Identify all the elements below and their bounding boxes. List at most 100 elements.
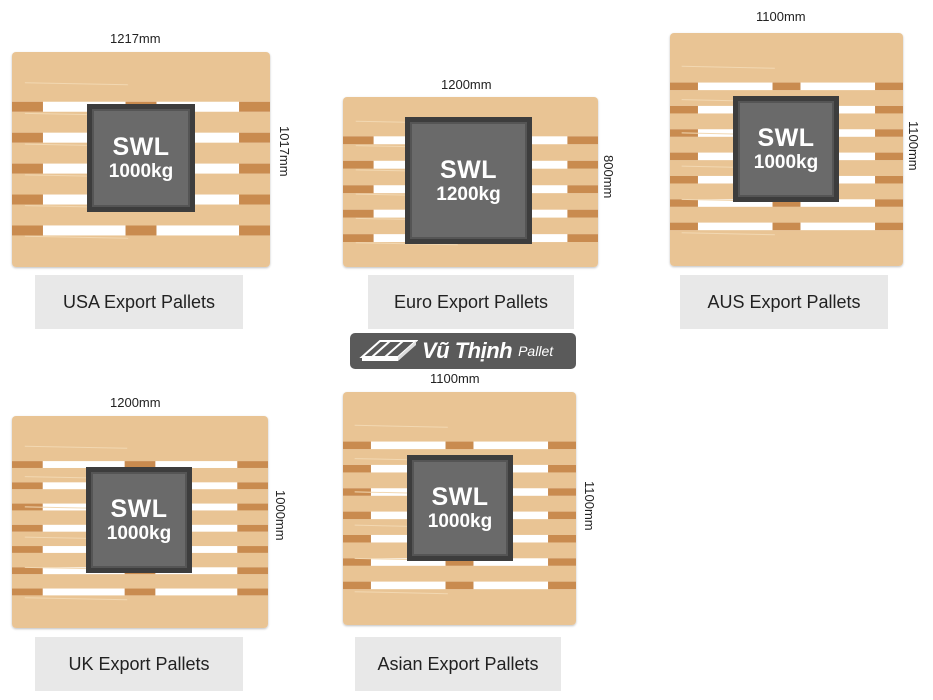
swl-value: 1000kg (106, 523, 172, 544)
pallet-block (343, 511, 371, 520)
wood-grain (354, 591, 448, 595)
length-dimension: 800mm (601, 155, 616, 199)
pallet-block (445, 581, 474, 590)
pallet-block (12, 524, 43, 532)
pallet-block (239, 163, 270, 174)
length-dimension: 1017mm (277, 126, 292, 177)
wood-grain (354, 424, 448, 428)
pallet-block (548, 488, 576, 496)
swl-value: 1200kg (436, 183, 501, 205)
pallet-block (343, 534, 371, 543)
wood-grain (24, 445, 128, 449)
wood-grain (24, 82, 129, 86)
swl-label: SWL (112, 133, 170, 161)
width-dimension: 1217mm (110, 31, 161, 46)
pallet-block (548, 464, 576, 473)
pallet-block (567, 209, 598, 218)
pallet-block (670, 82, 698, 91)
pallet-block (124, 461, 156, 468)
pallet-block (343, 160, 374, 169)
pallet-block (12, 163, 43, 174)
pallet-block (445, 558, 474, 566)
pallet-block (237, 482, 268, 490)
pallet-block (548, 581, 576, 590)
logo-sub-text: Pallet (518, 343, 554, 359)
pallet-block (670, 152, 698, 161)
pallet-block (12, 567, 43, 575)
pallet-caption: Euro Export Pallets (368, 275, 574, 329)
pallet-block (548, 441, 576, 450)
pallet-block (567, 234, 598, 243)
pallet-block (875, 105, 903, 114)
pallet-block (237, 524, 268, 532)
pallet-block (237, 461, 268, 468)
pallet-block (772, 199, 801, 207)
pallet-block (237, 503, 268, 511)
pallet-block (875, 152, 903, 161)
pallet-block (567, 160, 598, 169)
pallet-block (12, 101, 43, 112)
length-dimension: 1100mm (582, 481, 597, 531)
pallet-block (237, 546, 268, 553)
pallet-block (343, 441, 371, 450)
pallet-block (343, 234, 374, 243)
pallet-block (548, 558, 576, 566)
pallet-block (237, 567, 268, 575)
pallet-block (343, 581, 371, 590)
pallet-block (670, 175, 698, 184)
wood-grain (24, 235, 129, 239)
pallet-block (12, 225, 43, 236)
pallet-block (548, 511, 576, 520)
vu-thinh-pallet-logo: Vũ Thịnh Pallet (350, 333, 576, 369)
swl-label: SWL (110, 495, 168, 523)
pallet-block (875, 175, 903, 184)
pallet-caption: UK Export Pallets (35, 637, 243, 691)
pallet-block (875, 82, 903, 91)
pallet-block (548, 534, 576, 543)
swl-load-box: SWL 1000kg (407, 455, 513, 561)
pallet-block (567, 185, 598, 194)
swl-label: SWL (431, 483, 489, 511)
pallet-block (445, 441, 474, 450)
pallet-caption: Asian Export Pallets (355, 637, 561, 691)
width-dimension: 1100mm (756, 9, 806, 24)
pallet-block (875, 129, 903, 137)
length-dimension: 1000mm (273, 490, 288, 541)
pallet-block (124, 588, 156, 596)
pallet-block (12, 194, 43, 205)
wood-grain (681, 232, 775, 236)
pallet-block (12, 588, 43, 596)
pallet-block (670, 199, 698, 207)
pallet-block (239, 225, 270, 236)
pallet-icon (358, 335, 419, 368)
swl-value: 1000kg (108, 161, 174, 182)
pallet-caption: AUS Export Pallets (680, 275, 888, 329)
pallet-block (567, 136, 598, 145)
wood-grain (24, 597, 128, 601)
swl-value: 1000kg (427, 511, 493, 532)
pallet-block (343, 209, 374, 218)
pallet-block (125, 225, 157, 236)
width-dimension: 1200mm (441, 77, 492, 92)
pallet-block (343, 558, 371, 566)
pallet-block (239, 132, 270, 143)
swl-value: 1000kg (753, 152, 819, 173)
pallet-block (237, 588, 268, 596)
swl-label: SWL (757, 124, 815, 152)
pallet-block (670, 105, 698, 114)
swl-load-box: SWL 1000kg (87, 104, 195, 212)
pallet-block (239, 101, 270, 112)
pallet-block (670, 222, 698, 231)
width-dimension: 1200mm (110, 395, 161, 410)
pallet-block (875, 199, 903, 207)
pallet-block (239, 194, 270, 205)
pallet-block (12, 482, 43, 490)
pallet-caption: USA Export Pallets (35, 275, 243, 329)
swl-label: SWL (439, 155, 498, 184)
logo-brand-text: Vũ Thịnh (422, 338, 513, 363)
pallet-block (12, 461, 43, 468)
swl-load-box: SWL 1000kg (733, 96, 839, 202)
pallet-block (12, 546, 43, 553)
pallet-block (343, 464, 371, 473)
pallet-block (772, 222, 801, 231)
